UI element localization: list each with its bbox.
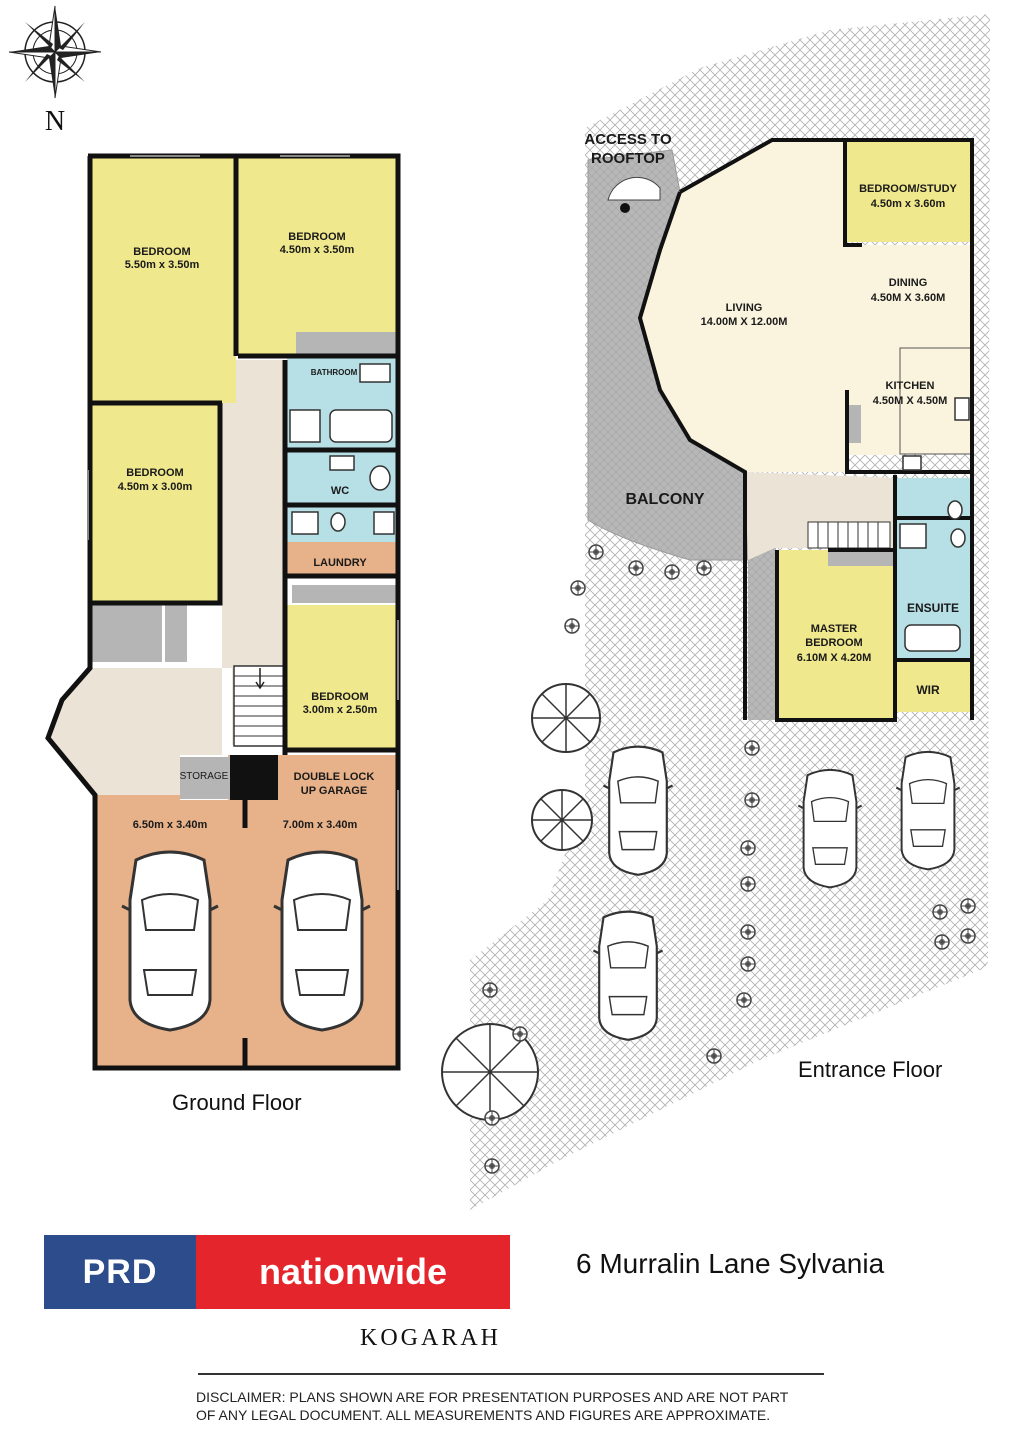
disclaimer: DISCLAIMER: PLANS SHOWN ARE FOR PRESENTA… xyxy=(196,1388,836,1424)
ground-hallway xyxy=(48,360,285,795)
ground-bedroom-3-size: 4.50m x 3.00m xyxy=(118,481,193,493)
ground-bedroom-1-label: BEDROOM xyxy=(133,246,190,258)
ground-bedroom-2-size: 4.50m x 3.50m xyxy=(280,244,355,256)
ground-garage-size-left: 6.50m x 3.40m xyxy=(133,819,208,831)
entrance-wir xyxy=(896,662,970,712)
brand-nationwide: nationwide xyxy=(196,1235,510,1309)
car-icon xyxy=(272,850,372,1032)
entrance-fixtures xyxy=(899,397,970,652)
ground-bedroom-4-label: BEDROOM xyxy=(311,691,368,703)
access-label-1: ACCESS TO xyxy=(584,131,672,148)
dining-size: 4.50M X 3.60M xyxy=(871,292,946,304)
floor-plan-drawing: N xyxy=(8,5,990,1210)
ground-wardrobe xyxy=(90,604,162,662)
ground-walls xyxy=(45,153,401,1071)
living-size: 14.00M X 12.00M xyxy=(701,316,788,328)
entrance-stairs xyxy=(807,521,891,549)
ground-bathroom-label: BATHROOM xyxy=(311,368,358,377)
entrance-side-path xyxy=(748,540,776,720)
ground-bedroom-3 xyxy=(88,405,220,603)
ground-wardrobe-2 xyxy=(165,604,187,662)
master-label-2: BEDROOM xyxy=(805,637,862,649)
divider xyxy=(198,1373,824,1375)
tree-icon xyxy=(531,683,601,753)
kitchen-fridge xyxy=(847,405,861,443)
wir-label: WIR xyxy=(916,683,940,697)
kitchen-label: KITCHEN xyxy=(886,380,935,392)
master-size: 6.10M X 4.20M xyxy=(797,652,872,664)
ground-floor-plan: BEDROOM 5.50m x 3.50m BEDROOM 4.50m x 3.… xyxy=(45,153,401,1071)
master-label-1: MASTER xyxy=(811,623,858,635)
entrance-floor-title: Entrance Floor xyxy=(798,1057,943,1082)
ground-garage-label-2: UP GARAGE xyxy=(301,785,367,797)
dining-label: DINING xyxy=(889,277,928,289)
tree-icon xyxy=(531,789,593,851)
ground-fixtures xyxy=(289,363,395,535)
compass-icon xyxy=(8,5,102,99)
ground-bedroom-2-label: BEDROOM xyxy=(288,231,345,243)
balcony-label: BALCONY xyxy=(625,491,704,508)
ground-garage-column xyxy=(230,755,278,800)
ground-storage xyxy=(180,757,230,799)
ground-bedroom-2 xyxy=(238,156,398,356)
ground-storage-label: STORAGE xyxy=(180,771,229,782)
disclaimer-line-2: OF ANY LEGAL DOCUMENT. ALL MEASUREMENTS … xyxy=(196,1407,771,1423)
ground-wc-label: WC xyxy=(331,485,349,497)
entrance-master-bedroom xyxy=(777,550,894,718)
disclaimer-line-1: DISCLAIMER: PLANS SHOWN ARE FOR PRESENTA… xyxy=(196,1389,789,1405)
ensuite-label: ENSUITE xyxy=(907,601,959,615)
brand-prd: PRD xyxy=(44,1235,196,1309)
study-label: BEDROOM/STUDY xyxy=(859,183,957,195)
entrance-floor-plan: ACCESS TO ROOFTOP BALCONY LIVING 14.00M … xyxy=(441,14,990,1210)
ground-bedroom-3-label: BEDROOM xyxy=(126,467,183,479)
car-icon xyxy=(895,750,961,871)
ground-stairs xyxy=(233,665,287,747)
north-label: N xyxy=(45,106,65,137)
ground-bedroom-4 xyxy=(287,605,398,750)
ground-bedroom-4-size: 3.00m x 2.50m xyxy=(303,704,378,716)
master-robe xyxy=(828,552,894,566)
study-size: 4.50m x 3.60m xyxy=(871,198,946,210)
ground-windows xyxy=(87,155,399,890)
entrance-study xyxy=(845,142,972,242)
entrance-walls xyxy=(637,138,974,722)
agency-logo: PRD nationwide xyxy=(44,1235,510,1309)
car-icon xyxy=(120,850,220,1032)
ground-bedroom-1 xyxy=(88,156,236,403)
living-label: LIVING xyxy=(726,302,763,314)
office-name: KOGARAH xyxy=(360,1325,501,1351)
ground-linen xyxy=(296,332,396,356)
ground-laundry xyxy=(287,542,398,576)
access-label-2: ROOFTOP xyxy=(591,150,665,167)
property-address: 6 Murralin Lane Sylvania xyxy=(576,1248,885,1279)
kitchen-size: 4.50M X 4.50M xyxy=(873,395,948,407)
car-icon xyxy=(592,910,664,1041)
ground-garage-label-1: DOUBLE LOCK xyxy=(294,771,375,783)
ground-floor-title: Ground Floor xyxy=(172,1090,302,1115)
ground-robe xyxy=(292,585,396,603)
entrance-living xyxy=(640,140,972,472)
rooftop-stair xyxy=(607,176,661,213)
ground-laundry-label: LAUNDRY xyxy=(313,557,367,569)
car-icon xyxy=(797,768,863,889)
car-icon xyxy=(602,745,674,876)
ground-garage-size-right: 7.00m x 3.40m xyxy=(283,819,358,831)
ground-bedroom-1-size: 5.50m x 3.50m xyxy=(125,259,200,271)
